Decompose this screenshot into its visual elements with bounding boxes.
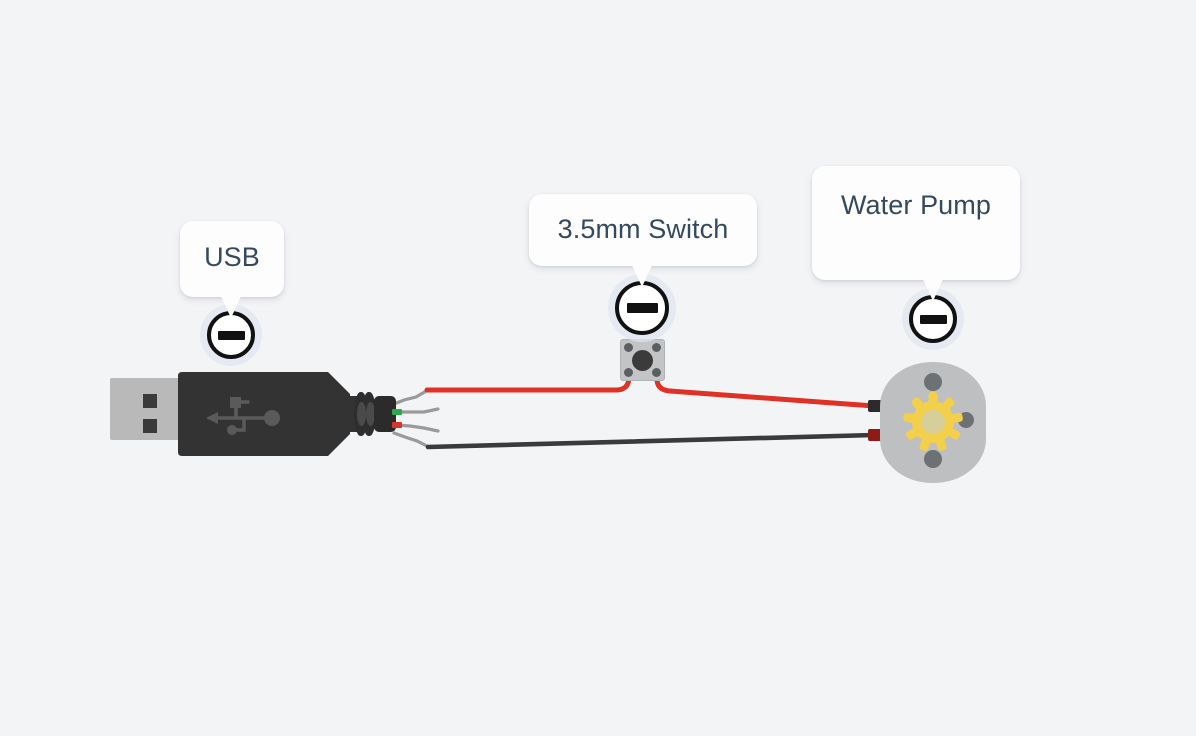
pump-gear-icon bbox=[903, 392, 963, 451]
usb-notch-top bbox=[143, 394, 157, 408]
usb-breakout-strands bbox=[392, 388, 440, 449]
pump-dot-bottom bbox=[924, 450, 942, 468]
usb-label-box[interactable]: USB bbox=[180, 221, 284, 297]
pump-label-box[interactable]: Water Pump bbox=[812, 166, 1020, 280]
collapse-minus-icon[interactable] bbox=[207, 311, 255, 359]
collapse-minus-icon[interactable] bbox=[615, 281, 669, 335]
usb-trident-icon bbox=[206, 397, 280, 435]
switch-label-tail bbox=[631, 263, 653, 287]
pump-label-text: Water Pump bbox=[840, 190, 992, 220]
pump-dot-top bbox=[924, 373, 942, 391]
pump-label-tail bbox=[922, 277, 944, 301]
switch-pin-bl bbox=[624, 368, 633, 377]
collapse-minus-icon[interactable] bbox=[909, 295, 957, 343]
minus-bar bbox=[919, 314, 947, 324]
switch-pin-br bbox=[652, 368, 661, 377]
switch-label-box[interactable]: 3.5mm Switch bbox=[529, 194, 757, 266]
pump-gear-hub bbox=[921, 410, 945, 434]
wire-usb-to-switch-positive bbox=[424, 365, 632, 393]
usb-core-red bbox=[392, 422, 402, 428]
switch-pin-tl bbox=[624, 343, 633, 352]
switch-pin-tr bbox=[652, 343, 661, 352]
usb-core-green bbox=[392, 409, 402, 415]
switch-push-button[interactable] bbox=[632, 350, 653, 371]
switch-label-text: 3.5mm Switch bbox=[557, 214, 729, 244]
minus-bar bbox=[626, 303, 658, 313]
wire-switch-to-pump-positive bbox=[654, 365, 877, 409]
wire-usb-to-pump-ground bbox=[425, 432, 877, 450]
usb-label-tail bbox=[220, 294, 242, 318]
minus-bar bbox=[217, 330, 245, 340]
usb-label-text: USB bbox=[204, 242, 260, 272]
usb-notch-bottom bbox=[143, 419, 157, 433]
usb-cable-boot bbox=[374, 396, 396, 432]
